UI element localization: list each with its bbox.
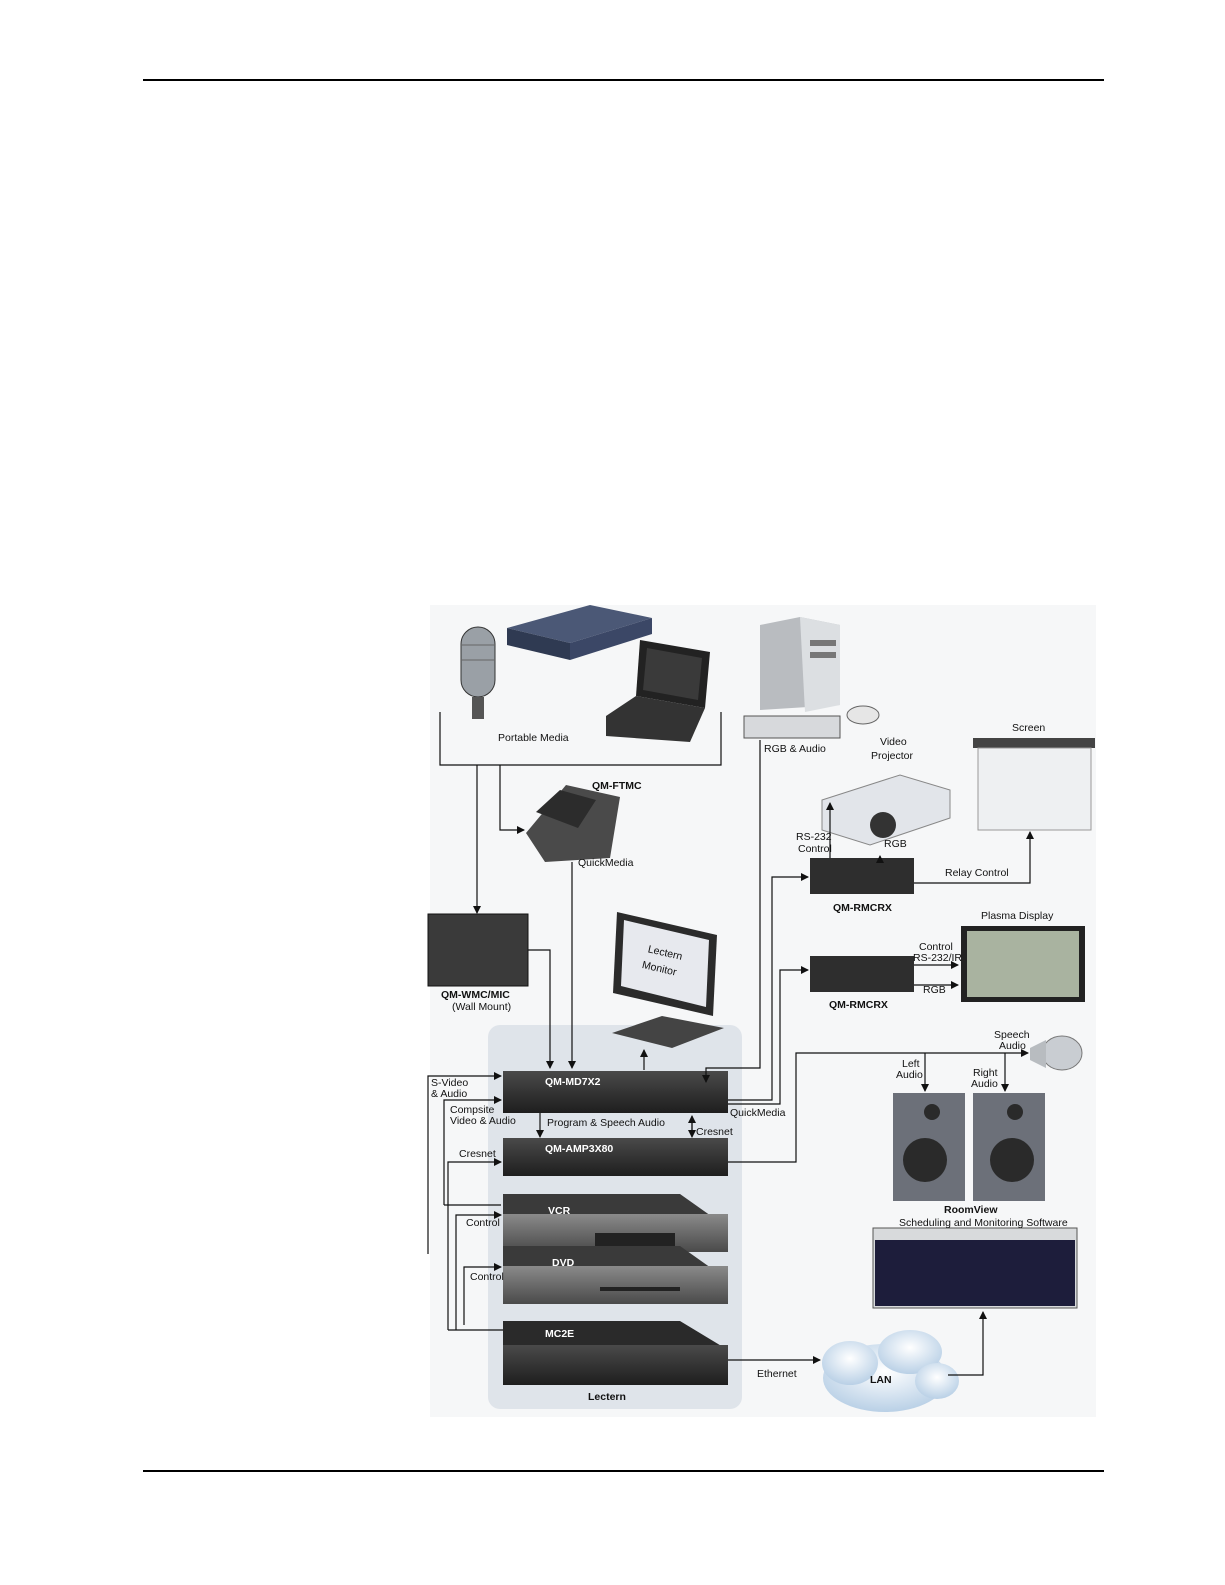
ethernet-label: Ethernet	[757, 1368, 797, 1380]
mc2e-icon	[503, 1321, 728, 1385]
qm-wmc-mic-icon	[427, 913, 529, 987]
screen-label: Screen	[1012, 722, 1045, 734]
left-audio-label-2: Audio	[896, 1069, 923, 1081]
quickmedia-label-1: QuickMedia	[578, 857, 634, 869]
right-audio-label-1: Right	[973, 1067, 998, 1079]
wires	[427, 740, 1034, 1376]
qm-ftmc-label: QM-FTMC	[592, 780, 642, 792]
svideo-label-1: S-Video	[431, 1077, 468, 1089]
lectern-label: Lectern	[588, 1391, 626, 1403]
video-projector-label-1: Video	[880, 736, 907, 748]
laptop-icon	[606, 640, 710, 742]
vcr-icon	[503, 1194, 728, 1252]
qm-rmcrx-1-icon	[810, 858, 914, 894]
dvd-icon	[503, 1246, 728, 1304]
lan-label: LAN	[870, 1374, 892, 1386]
media-player-icon	[507, 605, 652, 660]
qm-amp3x80-icon	[503, 1138, 728, 1176]
quickmedia-label-2: QuickMedia	[730, 1107, 786, 1119]
rgb-audio-label: RGB & Audio	[764, 743, 826, 755]
video-projector-label-2: Projector	[871, 750, 914, 762]
speech-audio-label-1: Speech	[994, 1029, 1030, 1041]
vcr-label: VCR	[548, 1205, 571, 1217]
control-rs232ir-label-1: Control	[919, 941, 953, 953]
wall-mount-label: (Wall Mount)	[452, 1001, 511, 1013]
roomview-software-icon	[872, 1227, 1078, 1309]
mouse-icon	[846, 705, 880, 725]
portable-media-bracket	[439, 712, 722, 766]
right-audio-label-2: Audio	[971, 1078, 998, 1090]
control-dvd-label: Control	[470, 1271, 504, 1283]
projector-icon	[821, 774, 951, 846]
mc2e-label: MC2E	[545, 1328, 574, 1340]
microphone-icon	[460, 626, 496, 719]
rs232-label-1: RS-232	[796, 831, 832, 843]
cresnet-label-2: Cresnet	[459, 1148, 496, 1160]
qm-amp3x80-label: QM-AMP3X80	[545, 1143, 613, 1155]
qm-wmc-mic-label: QM-WMC/MIC	[441, 989, 510, 1001]
computer-tower-icon	[760, 617, 840, 712]
rgb-label-1: RGB	[884, 838, 907, 850]
left-speaker-icon	[893, 1093, 965, 1201]
qm-rmcrx-label-2: QM-RMCRX	[829, 999, 888, 1011]
qm-rmcrx-label-1: QM-RMCRX	[833, 902, 892, 914]
composite-label-2: Video & Audio	[450, 1115, 516, 1127]
speech-audio-label-2: Audio	[999, 1040, 1026, 1052]
roomview-label: RoomView	[944, 1204, 998, 1216]
bottom-rule	[143, 1470, 1104, 1472]
rgb-label-2: RGB	[923, 984, 946, 996]
top-rule	[143, 79, 1104, 81]
qm-ftmc-icon	[526, 785, 620, 862]
relay-control-label: Relay Control	[945, 867, 1009, 879]
portable-media-label: Portable Media	[498, 732, 569, 744]
control-vcr-label: Control	[466, 1217, 500, 1229]
qm-rmcrx-2-icon	[810, 956, 914, 992]
plasma-display-icon	[961, 926, 1085, 1002]
ceiling-speaker-icon	[1030, 1035, 1083, 1071]
lectern-monitor-icon	[612, 912, 724, 1048]
cresnet-label-1: Cresnet	[696, 1126, 733, 1138]
dvd-label: DVD	[552, 1257, 575, 1269]
plasma-display-label: Plasma Display	[981, 910, 1054, 922]
lan-cloud-icon	[822, 1330, 959, 1412]
composite-label-1: Compsite	[450, 1104, 495, 1116]
left-audio-label-1: Left	[902, 1058, 920, 1070]
keyboard-icon	[743, 715, 841, 739]
svideo-label-2: & Audio	[431, 1088, 467, 1100]
projection-screen-icon	[973, 738, 1095, 831]
roomview-sub-label: Scheduling and Monitoring Software	[899, 1217, 1068, 1229]
qm-md7x2-label: QM-MD7X2	[545, 1076, 601, 1088]
right-speaker-icon	[973, 1093, 1045, 1201]
control-rs232ir-label-2: RS-232/IR	[913, 952, 962, 964]
rs232-label-2: Control	[798, 843, 832, 855]
program-speech-label: Program & Speech Audio	[547, 1117, 665, 1129]
qm-md7x2-icon	[503, 1071, 728, 1113]
